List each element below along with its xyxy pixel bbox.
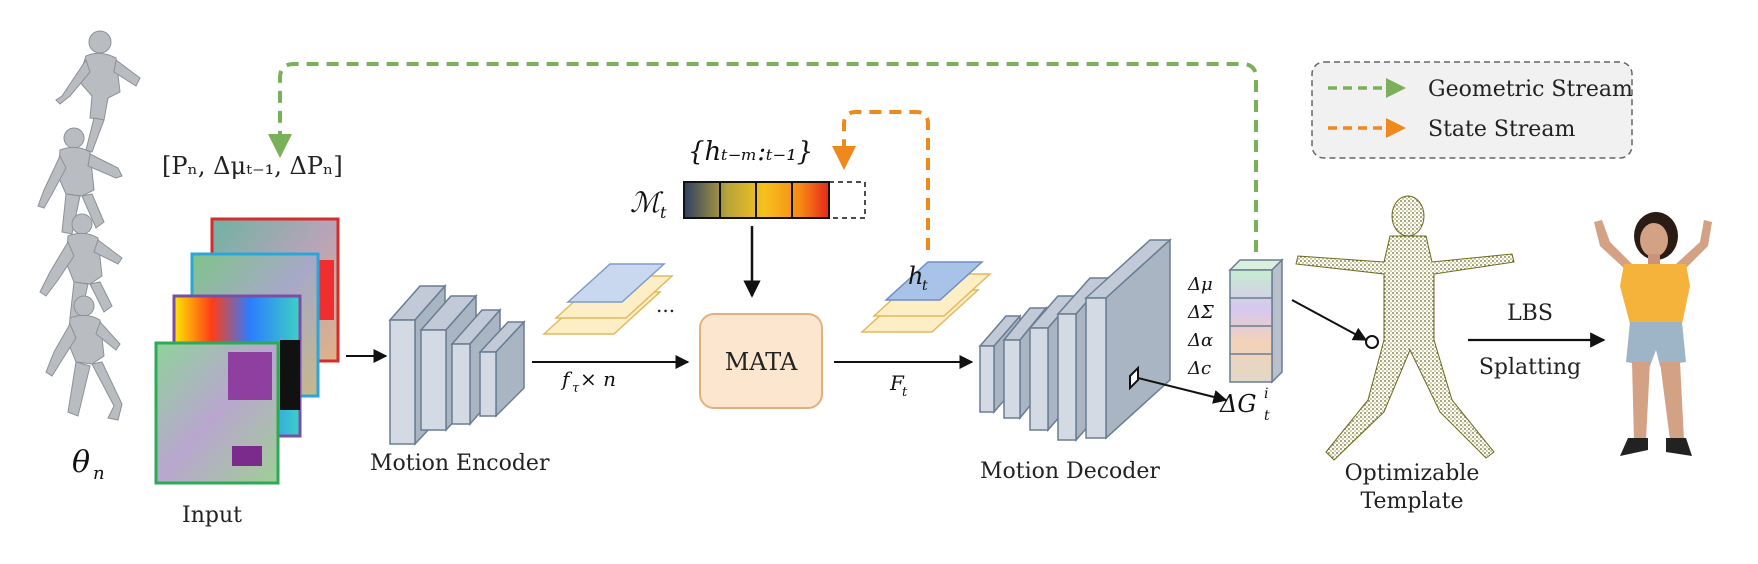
- svg-text:θ: θ: [72, 445, 90, 480]
- delta-alpha-label: Δα: [1187, 330, 1213, 351]
- pose-figure: [37, 127, 123, 235]
- legend-state: State Stream: [1328, 117, 1575, 142]
- memory-label: ℳ t: [630, 186, 667, 222]
- legend-state-arrow-icon: [1386, 118, 1406, 138]
- feature-out-label: F t: [889, 371, 908, 400]
- feature-ellipsis: ...: [656, 293, 675, 317]
- state-stream-path: [842, 110, 930, 250]
- lbs-label: LBS: [1507, 301, 1553, 326]
- memory-empty-slot: [828, 181, 866, 219]
- arrow-gaussian-template: [1291, 299, 1368, 341]
- pose-sequence: [37, 30, 141, 421]
- svg-text:ℳ: ℳ: [630, 186, 664, 219]
- delta-gaussian-stack: [1228, 258, 1284, 384]
- legend-state-label: State Stream: [1428, 117, 1575, 142]
- memory-set-label: {hₜ₋ₘ:ₜ₋₁}: [688, 137, 813, 167]
- delta-sigma-label: ΔΣ: [1187, 302, 1214, 323]
- motion-decoder-label: Motion Decoder: [980, 459, 1160, 484]
- encoder-layer: [478, 320, 526, 418]
- svg-text:t: t: [660, 203, 667, 222]
- legend-geometric-arrow-icon: [1386, 78, 1406, 98]
- template-label-line2: Template: [1361, 489, 1464, 514]
- motion-decoder: [978, 238, 1172, 442]
- pose-figure: [55, 30, 141, 153]
- mata-label: MATA: [725, 348, 798, 376]
- mata-block: MATA: [699, 313, 823, 409]
- legend-geometric-label: Geometric Stream: [1428, 77, 1633, 102]
- hidden-label: h t: [908, 262, 928, 294]
- template-point-marker: [1365, 335, 1379, 349]
- svg-text:× n: × n: [580, 367, 616, 391]
- svg-text:τ: τ: [572, 381, 580, 396]
- decoder-layer: [1084, 238, 1172, 440]
- pose-figure: [45, 295, 123, 421]
- geometric-stream-arrowhead: [268, 134, 292, 158]
- svg-text:t: t: [902, 385, 908, 400]
- motion-encoder: [388, 284, 526, 446]
- svg-text:i: i: [1264, 386, 1268, 402]
- svg-text:ΔG: ΔG: [1219, 390, 1257, 418]
- state-stream-arrowhead: [832, 146, 856, 170]
- decoder-output-cell: [1129, 365, 1139, 391]
- input-concat-label: [Pₙ, Δμₜ₋₁, ΔPₙ]: [162, 152, 343, 180]
- svg-text:h: h: [908, 262, 923, 290]
- hidden-state-planes: [860, 261, 992, 333]
- rendered-avatar: [1594, 212, 1712, 456]
- delta-g-label: ΔG i t: [1219, 386, 1270, 424]
- motion-encoder-label: Motion Encoder: [370, 451, 550, 476]
- delta-mu-label: Δμ: [1187, 274, 1213, 295]
- memory-bank: [683, 181, 866, 219]
- theta-label: θ n: [72, 445, 105, 484]
- feature-planes-in: [542, 263, 674, 335]
- delta-c-label: Δc: [1187, 358, 1211, 379]
- input-label: Input: [182, 503, 242, 528]
- svg-text:F: F: [889, 371, 905, 395]
- input-maps: [154, 217, 340, 485]
- legend-geometric: Geometric Stream: [1328, 77, 1633, 102]
- svg-text:t: t: [922, 278, 928, 294]
- pose-figure: [39, 213, 123, 321]
- svg-text:n: n: [93, 463, 105, 484]
- splatting-label: Splatting: [1479, 355, 1581, 380]
- legend: Geometric Stream State Stream: [1311, 61, 1633, 159]
- geometric-stream-path: [278, 62, 1258, 252]
- arrow-decoder-gaussian: [1137, 377, 1228, 404]
- svg-text:t: t: [1264, 408, 1270, 424]
- feature-in-label: f τ × n: [560, 367, 616, 396]
- template-label-line1: Optimizable: [1345, 461, 1480, 486]
- optimizable-template: [1295, 195, 1515, 461]
